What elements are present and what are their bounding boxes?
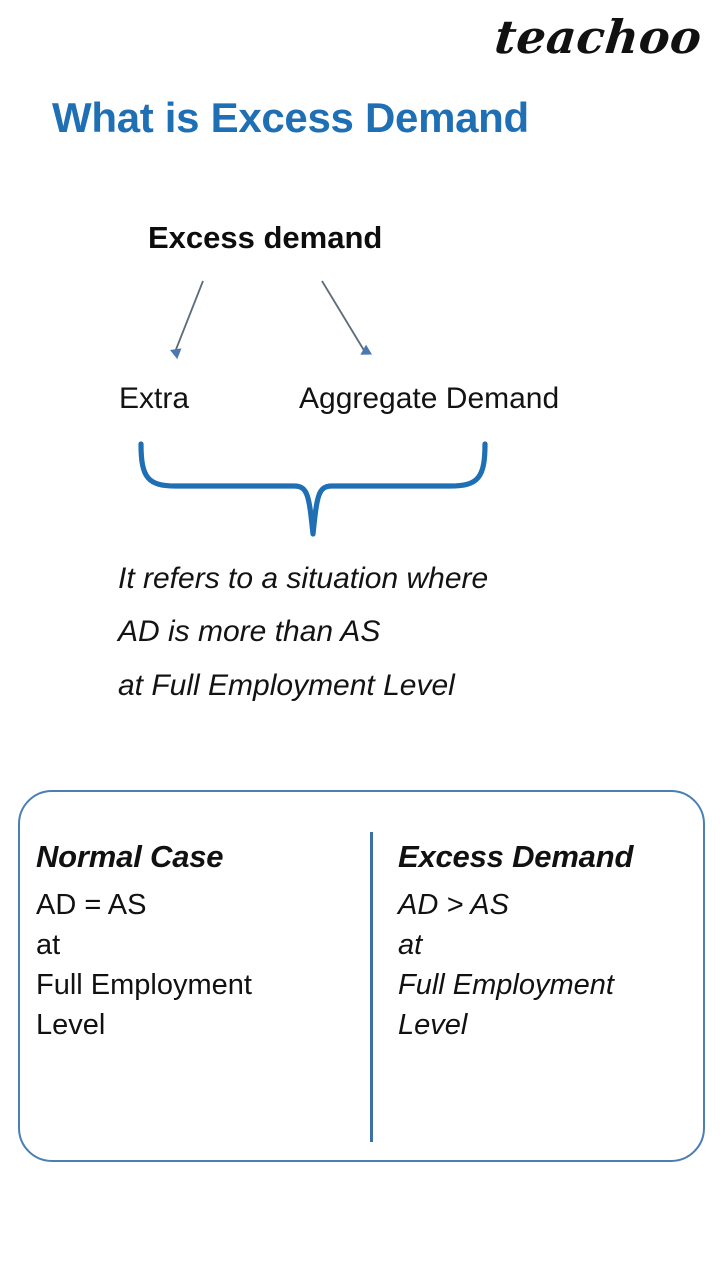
node-aggregate-demand: Aggregate Demand <box>299 382 560 415</box>
arrow-down-left-icon <box>169 280 204 360</box>
definition-text: It refers to a situation where AD is mor… <box>118 552 488 712</box>
column-heading-normal-case: Normal Case <box>36 839 224 874</box>
excess-demand-line-3: Full Employment <box>398 968 614 1001</box>
teachoo-logo: teachoo <box>492 10 705 64</box>
definition-line-3: at Full Employment Level <box>118 668 455 702</box>
excess-demand-line-1: AD > AS <box>398 888 509 921</box>
column-body-excess-demand: AD > AS at Full Employment Level <box>398 885 698 1045</box>
column-heading-excess-demand: Excess Demand <box>398 839 634 874</box>
definition-line-2: AD is more than AS <box>118 615 381 649</box>
column-body-normal-case: AD = AS at Full Employment Level <box>36 885 356 1045</box>
comparison-divider <box>370 832 373 1142</box>
normal-case-line-2: at <box>36 928 61 961</box>
excess-demand-line-4: Level <box>398 1008 468 1041</box>
arrow-down-right-icon <box>321 280 372 355</box>
node-excess-demand: Excess demand <box>148 220 383 255</box>
page-title: What is Excess Demand <box>52 94 529 141</box>
curly-brace-up-icon <box>138 441 488 537</box>
comparison-column-excess-demand: Excess Demand AD > AS at Full Employment… <box>398 836 698 1045</box>
node-extra: Extra <box>119 382 190 415</box>
comparison-column-normal-case: Normal Case AD = AS at Full Employment L… <box>36 836 356 1045</box>
normal-case-line-1: AD = AS <box>36 888 147 921</box>
excess-demand-line-2: at <box>398 928 423 961</box>
definition-line-1: It refers to a situation where <box>118 562 489 595</box>
normal-case-line-4: Level <box>36 1008 106 1041</box>
normal-case-line-3: Full Employment <box>36 968 252 1001</box>
comparison-box <box>18 790 705 1162</box>
